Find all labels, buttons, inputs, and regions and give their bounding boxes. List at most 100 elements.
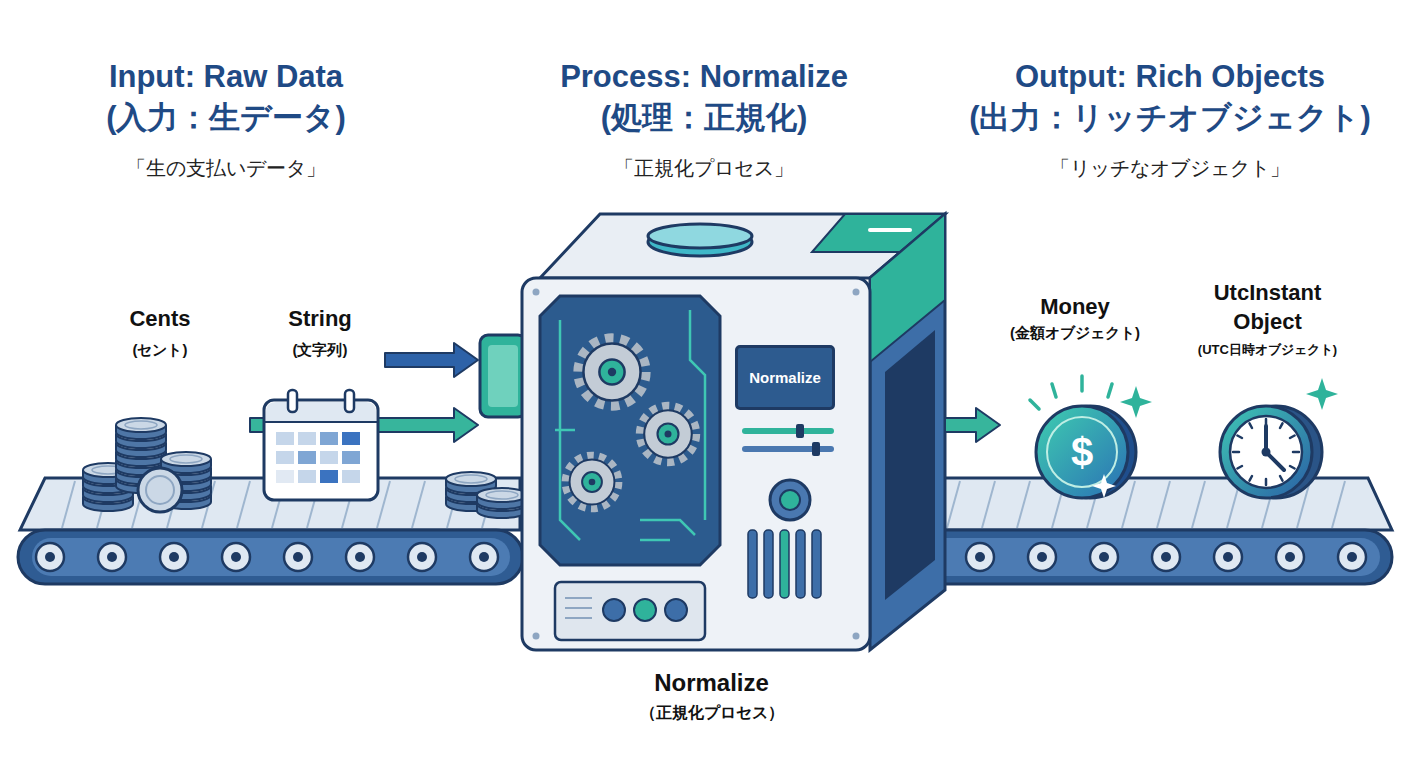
left-conveyor-part-part <box>417 552 427 562</box>
utc-clock-part-part <box>1280 476 1283 481</box>
left-conveyor-part <box>45 552 489 562</box>
column-heading: (入力：生データ) <box>106 100 346 136</box>
item-title: Cents <box>70 304 250 333</box>
machine-body-part <box>488 345 518 407</box>
column-heading: Input: Raw Data <box>109 59 343 95</box>
machine-body-part-part <box>853 289 860 296</box>
left-conveyor-part-part <box>408 543 436 571</box>
utc-clock-part-part <box>1237 436 1242 439</box>
coin-pile <box>446 472 527 518</box>
right-conveyor-part-part <box>1152 543 1180 571</box>
right-conveyor-part <box>895 530 1392 584</box>
left-conveyor-part <box>36 543 498 571</box>
money-coin-part-part <box>1080 376 1084 391</box>
utc-clock-part <box>1230 416 1302 488</box>
item-title: Money <box>1000 292 1150 321</box>
left-conveyor-part-part <box>98 543 126 571</box>
calendar-icon-part <box>288 390 297 412</box>
right-conveyor-part-part <box>1285 552 1295 562</box>
left-conveyor-part-part <box>45 552 55 562</box>
machine-body-part <box>870 228 910 232</box>
utc-clock <box>1220 378 1338 498</box>
utc-clock-part <box>1306 378 1338 410</box>
left-conveyor-part-part <box>479 552 489 562</box>
machine-body-part <box>640 406 696 462</box>
machine-body-part <box>565 598 592 618</box>
utc-clock-part-part <box>1250 476 1253 481</box>
machine-body-part <box>634 599 656 621</box>
right-conveyor-part <box>966 543 1366 571</box>
calendar-icon <box>264 390 378 500</box>
right-conveyor-part-part <box>947 481 960 528</box>
machine-body-part-part <box>640 520 695 535</box>
money-coin-part <box>1120 386 1152 418</box>
right-conveyor-part-part <box>1338 543 1366 571</box>
left-conveyor-part <box>32 538 510 576</box>
calendar-icon-part <box>342 432 360 445</box>
machine-body-part <box>480 335 526 417</box>
machine-body-part <box>870 214 945 650</box>
calendar-icon-part <box>320 470 338 483</box>
machine-screen: Normalize <box>735 345 835 410</box>
utc-clock-part-part <box>1233 451 1239 454</box>
machine-body-part <box>796 530 805 598</box>
flow-arrow <box>945 408 1000 442</box>
machine-body-part <box>812 530 821 598</box>
utc-clock-part-part <box>1280 423 1283 428</box>
coin-stacks <box>83 418 211 512</box>
right-conveyor-part-part <box>975 552 985 562</box>
item-title: UtcInstant Object <box>1190 278 1345 336</box>
left-conveyor-part-part <box>107 552 117 562</box>
column-caption: 「リッチなオブジェクト」 <box>1050 155 1290 181</box>
left-conveyor-part-part <box>346 543 374 571</box>
left-conveyor-part-part <box>284 543 312 571</box>
machine-body-part <box>742 446 834 452</box>
machine-body-part <box>885 330 935 600</box>
item-subtitle: (金額オブジェクト) <box>1000 323 1150 343</box>
right-conveyor-part-part <box>1157 481 1170 528</box>
output-item: UtcInstant Object(UTC日時オブジェクト) <box>1160 278 1375 510</box>
machine-body-part <box>748 530 757 598</box>
right-conveyor-part-part <box>1214 543 1242 571</box>
left-conveyor-part-part <box>62 481 75 528</box>
right-conveyor-part <box>908 538 1380 576</box>
calendar-icon-part <box>320 451 338 464</box>
utc-clock-part-part <box>1290 466 1295 469</box>
money-coin-part-part <box>1052 384 1056 397</box>
calendar-icon-part <box>266 402 376 422</box>
right-conveyor-part-part <box>1276 543 1304 571</box>
machine-body-part <box>648 224 752 248</box>
column-heading: Output: Rich Objects <box>1015 59 1325 95</box>
right-conveyor-part-part <box>1017 481 1030 528</box>
column-caption: 「正規化プロセス」 <box>614 155 794 181</box>
right-conveyor-part-part <box>1192 481 1205 528</box>
machine-body-part <box>780 490 800 510</box>
machine-body-part-part <box>533 289 540 296</box>
utc-clock-part-part <box>1237 466 1242 469</box>
right-conveyor-part <box>900 478 1392 530</box>
machine-title: Normalize <box>478 668 945 698</box>
right-conveyor-part-part <box>966 543 994 571</box>
left-conveyor-part-part <box>355 552 365 562</box>
machine-body-part-part <box>533 633 540 640</box>
money-coin-part <box>1047 417 1117 487</box>
left-conveyor-part-part <box>231 552 241 562</box>
calendar-icon-part <box>342 470 360 483</box>
right-conveyor-part-part <box>1161 552 1171 562</box>
coin-stacks-part <box>146 476 174 504</box>
calendar-icon-part <box>276 451 294 464</box>
item-title: String <box>255 304 385 333</box>
machine-body-part <box>665 599 687 621</box>
machine-body-part <box>764 530 773 598</box>
machine-body-part <box>770 480 810 520</box>
right-conveyor-part <box>975 552 1357 562</box>
screen-text: Normalize <box>749 369 821 387</box>
item-subtitle: (文字列) <box>255 340 385 360</box>
calendar-icon-part <box>265 421 377 423</box>
machine-body-part <box>603 599 625 621</box>
right-conveyor-part-part <box>1090 543 1118 571</box>
utc-clock-part-part <box>1250 423 1253 428</box>
right-conveyor-part-part <box>1037 552 1047 562</box>
money-coin-part <box>1036 406 1128 498</box>
machine-body-part <box>555 582 705 640</box>
